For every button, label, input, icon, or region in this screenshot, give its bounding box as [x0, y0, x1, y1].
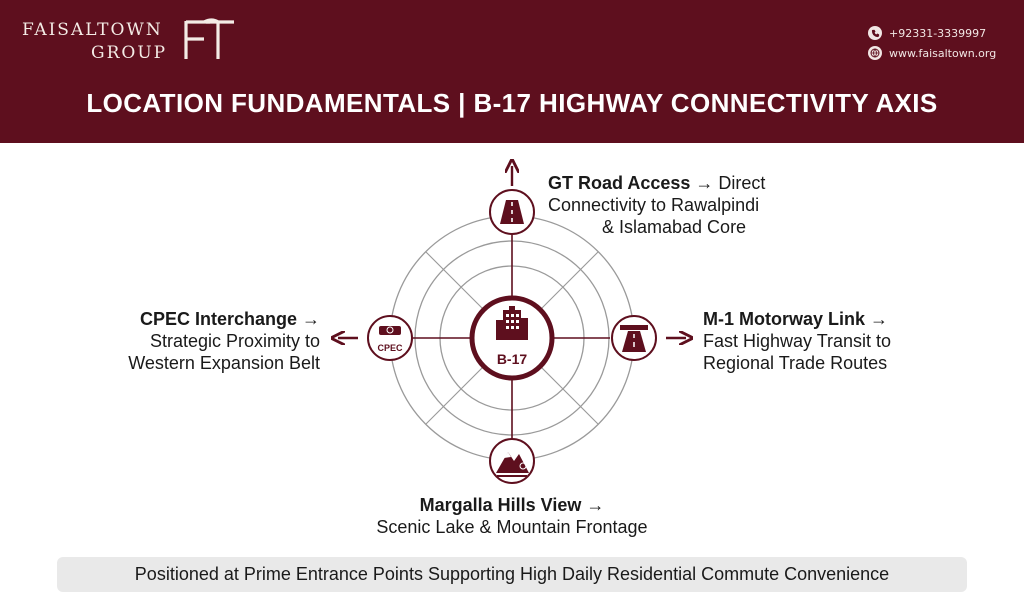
motorway-label: M-1 Motorway Link → Fast Highway Transit… — [703, 308, 983, 374]
gt-road-title: GT Road Access → — [548, 173, 714, 193]
margalla-label: Margalla Hills View → Scenic Lake & Moun… — [312, 494, 712, 538]
gt-road-node — [489, 189, 535, 235]
motorway-node — [611, 315, 657, 361]
website-url: www.faisaltown.org — [889, 46, 997, 60]
gt-road-line1: Direct — [718, 173, 766, 193]
center-label: B-17 — [497, 351, 528, 367]
gt-road-line2: Connectivity to Rawalpindi — [548, 195, 760, 215]
motorway-title: M-1 Motorway Link → — [703, 309, 889, 329]
phone-icon — [868, 26, 882, 40]
cpec-title: CPEC Interchange → — [139, 309, 320, 329]
gt-road-label: GT Road Access → Direct Connectivity to … — [548, 172, 808, 238]
page-title: LOCATION FUNDAMENTALS | B-17 HIGHWAY CON… — [86, 88, 938, 118]
ft-logo-icon — [184, 18, 234, 59]
footer-banner: Positioned at Prime Entrance Points Supp… — [57, 557, 967, 592]
header-banner: FAISALTOWN GROUP +92331-3339997 www.fais… — [0, 0, 1024, 143]
cpec-label: CPEC Interchange → Strategic Proximity t… — [80, 308, 320, 374]
center-node: B-17 — [469, 295, 555, 381]
margalla-node — [489, 438, 535, 484]
margalla-title: Margalla Hills View → — [419, 495, 605, 515]
cpec-line1: Strategic Proximity to — [149, 331, 320, 351]
axis-lines — [413, 232, 610, 440]
brand-name: FAISALTOWN — [22, 20, 163, 40]
motorway-icon — [620, 325, 648, 352]
motorway-line2: Regional Trade Routes — [703, 353, 888, 373]
cpec-icon-label: CPEC — [377, 343, 403, 353]
road-icon — [500, 200, 524, 224]
phone-number: +92331-3339997 — [889, 26, 987, 40]
cpec-line2: Western Expansion Belt — [128, 353, 320, 373]
website-contact[interactable]: www.faisaltown.org — [868, 46, 996, 60]
margalla-line1: Scenic Lake & Mountain Frontage — [376, 517, 648, 537]
gt-road-line3: & Islamabad Core — [602, 217, 747, 237]
cpec-node: CPEC — [367, 315, 413, 361]
mountain-icon — [496, 452, 529, 477]
cpec-icon — [379, 326, 401, 335]
brand-subname: GROUP — [91, 43, 168, 63]
motorway-line1: Fast Highway Transit to — [703, 331, 892, 351]
building-icon — [496, 306, 528, 340]
phone-contact[interactable]: +92331-3339997 — [868, 26, 986, 40]
footer-text: Positioned at Prime Entrance Points Supp… — [134, 564, 890, 584]
globe-icon — [868, 46, 882, 60]
